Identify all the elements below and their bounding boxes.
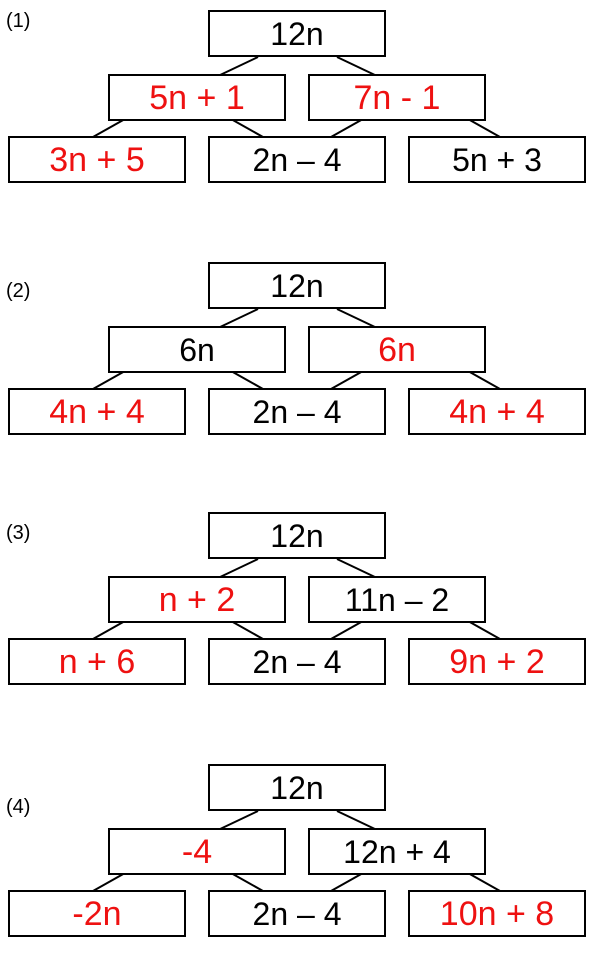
bottom-right-box: 5n + 3 bbox=[408, 136, 586, 183]
bottom-right-box: 9n + 2 bbox=[408, 638, 586, 685]
middle-left-box: n + 2 bbox=[108, 576, 286, 623]
middle-right-box: 12n + 4 bbox=[308, 828, 486, 875]
pyramid-puzzle-1: (1) 12n 5n + 1 7n - 1 3n + 5 2n – 4 5n +… bbox=[0, 6, 595, 206]
connector-lines bbox=[92, 56, 501, 138]
bottom-right-box: 10n + 8 bbox=[408, 890, 586, 937]
bottom-middle-box: 2n – 4 bbox=[208, 388, 386, 435]
bottom-left-box: n + 6 bbox=[8, 638, 186, 685]
bottom-middle-box: 2n – 4 bbox=[208, 638, 386, 685]
bottom-middle-box: 2n – 4 bbox=[208, 890, 386, 937]
pyramid-puzzle-4: (4) 12n -4 12n + 4 -2n 2n – 4 10n + 8 bbox=[0, 760, 595, 960]
connector-lines bbox=[92, 558, 501, 640]
puzzle-label: (3) bbox=[6, 522, 31, 544]
top-box: 12n bbox=[208, 262, 386, 309]
middle-left-box: 5n + 1 bbox=[108, 74, 286, 121]
connector-lines bbox=[92, 810, 501, 892]
bottom-right-box: 4n + 4 bbox=[408, 388, 586, 435]
puzzle-label: (2) bbox=[6, 280, 31, 302]
bottom-left-box: -2n bbox=[8, 890, 186, 937]
bottom-middle-box: 2n – 4 bbox=[208, 136, 386, 183]
middle-right-box: 7n - 1 bbox=[308, 74, 486, 121]
bottom-left-box: 3n + 5 bbox=[8, 136, 186, 183]
top-box: 12n bbox=[208, 512, 386, 559]
puzzle-label: (4) bbox=[6, 796, 31, 818]
top-box: 12n bbox=[208, 764, 386, 811]
middle-left-box: 6n bbox=[108, 326, 286, 373]
connector-lines bbox=[92, 308, 501, 390]
middle-right-box: 11n – 2 bbox=[308, 576, 486, 623]
middle-right-box: 6n bbox=[308, 326, 486, 373]
pyramid-puzzle-2: (2) 12n 6n 6n 4n + 4 2n – 4 4n + 4 bbox=[0, 258, 595, 458]
pyramid-puzzle-3: (3) 12n n + 2 11n – 2 n + 6 2n – 4 9n + … bbox=[0, 508, 595, 708]
middle-left-box: -4 bbox=[108, 828, 286, 875]
top-box: 12n bbox=[208, 10, 386, 57]
puzzle-label: (1) bbox=[6, 10, 31, 32]
bottom-left-box: 4n + 4 bbox=[8, 388, 186, 435]
